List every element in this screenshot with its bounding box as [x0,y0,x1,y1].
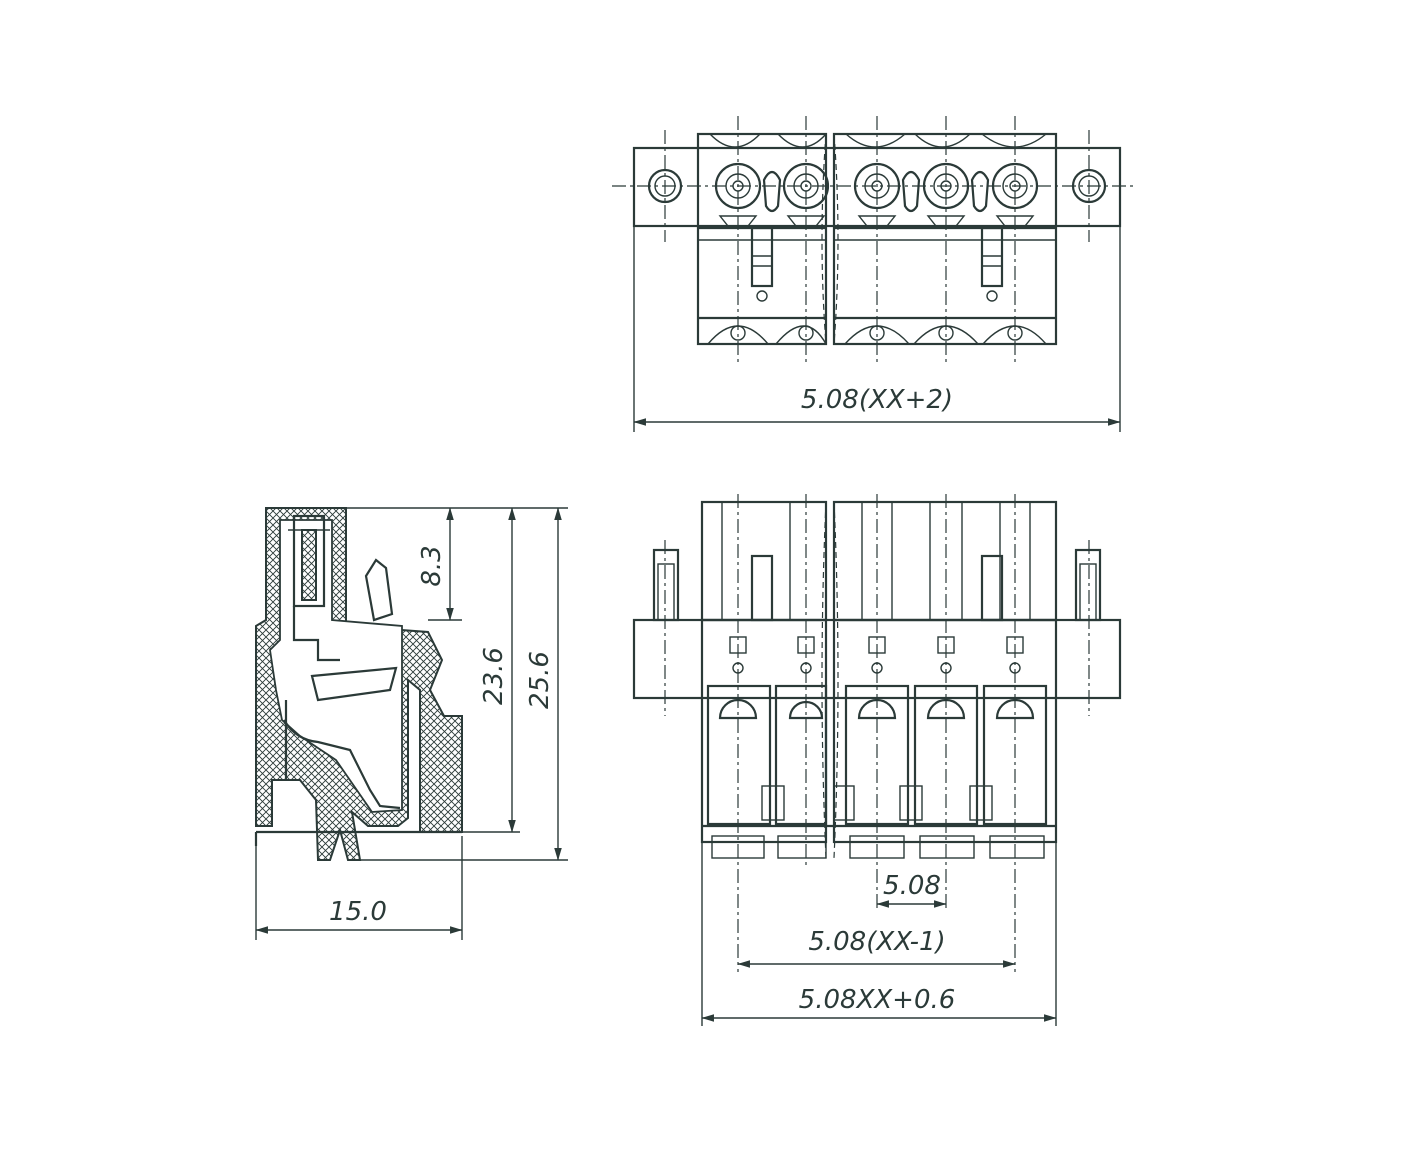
front-centerlines [664,494,1090,972]
dim-label-top-overall: 5.08(XX+2) [801,385,953,415]
side-latch [364,558,394,622]
dim-label-side-total: 25.6 [525,651,555,709]
top-view: 5.08(XX+2) [612,116,1134,432]
top-wedges [718,215,1035,227]
top-centerlines [612,116,1134,362]
front-body-right [832,618,1058,844]
top-latches [762,170,990,213]
front-pins [711,835,1045,859]
front-wire-openings [706,684,1048,826]
side-screw-shaft [292,514,326,608]
dim-label-front-span: 5.08(XX-1) [808,927,945,957]
front-view: 5.08 5.08(XX-1) 5.08XX+0.6 [632,494,1122,1026]
dim-label-side-body: 23.6 [479,647,509,705]
dim-label-side-depth: 15.0 [329,897,387,927]
front-feet [761,785,993,821]
front-upper-slots [721,502,1031,620]
dim-label-front-width: 5.08XX+0.6 [799,985,956,1015]
top-posts [750,226,1004,302]
top-body-left [696,132,828,346]
dim-label-front-pitch: 5.08 [883,871,941,901]
top-body-right [832,132,1058,346]
side-view: 8.3 23.6 25.6 15.0 [254,507,568,940]
dim-label-side-upper: 8.3 [417,545,447,586]
